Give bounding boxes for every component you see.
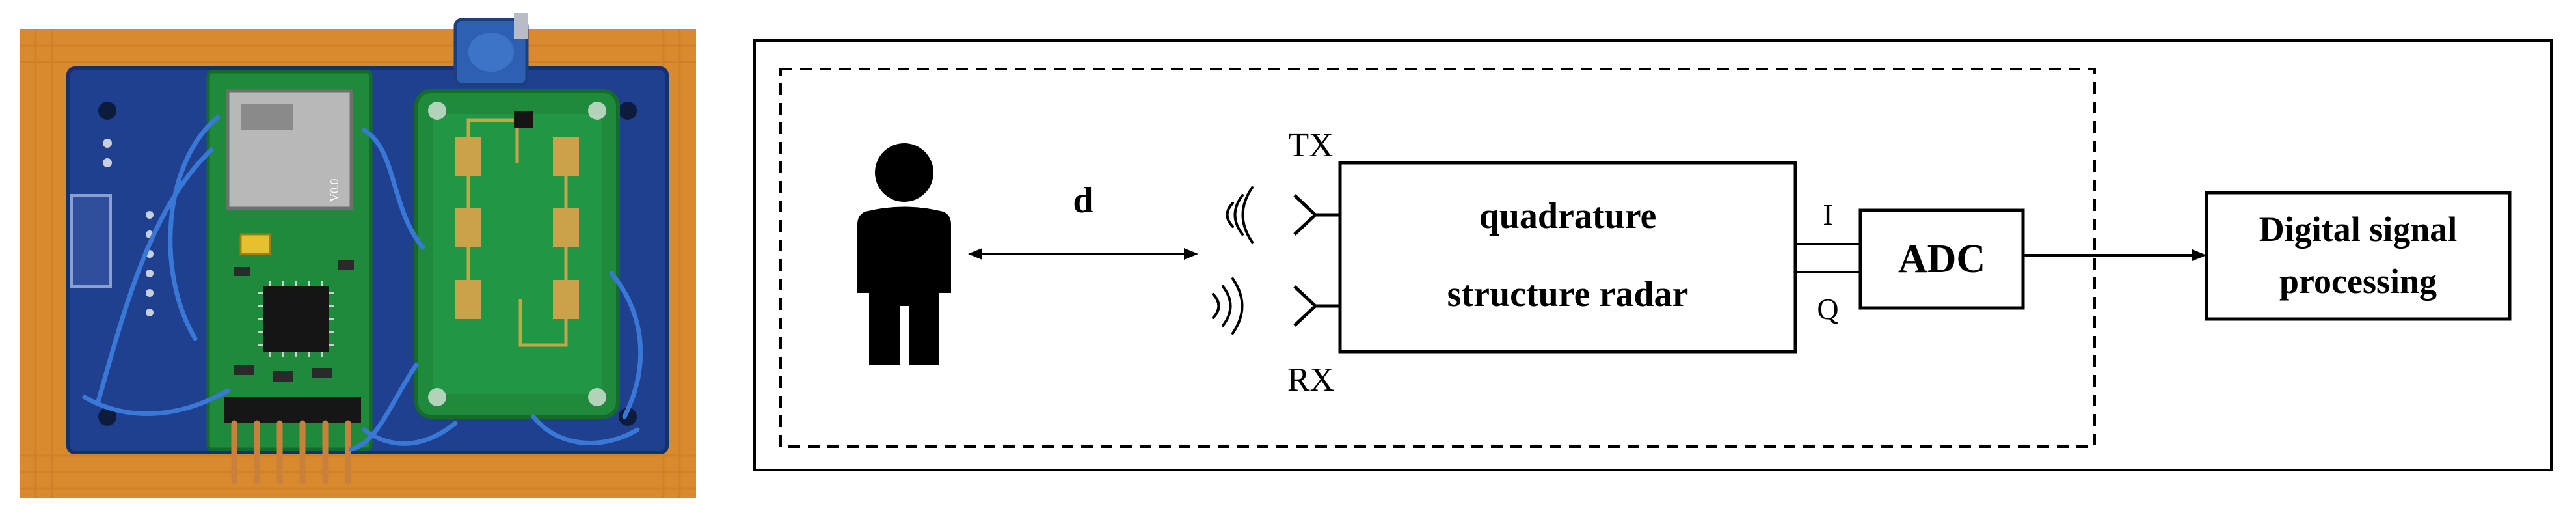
person-icon	[857, 143, 951, 365]
serial-connector	[70, 194, 112, 288]
capacitor	[239, 233, 271, 255]
hardware-photo: V0.0	[20, 13, 696, 498]
header-pins	[231, 420, 351, 485]
radar-label-line2: structure radar	[1447, 274, 1689, 314]
dsp-label-line1: Digital signal	[2259, 210, 2458, 249]
base-pads	[103, 139, 154, 316]
rx-antenna-icon	[1293, 285, 1340, 327]
mount-hole	[619, 102, 637, 120]
distance-arrow	[968, 248, 1198, 260]
q-label: Q	[1817, 292, 1838, 326]
distance-label: d	[1073, 180, 1093, 221]
mount-hole	[98, 102, 116, 120]
mount-hole	[619, 408, 637, 426]
radar-chip	[514, 111, 533, 128]
iq-lines	[1795, 243, 1860, 273]
i-label: I	[1823, 198, 1832, 231]
block-diagram: d TX RX quadrature structure radar	[753, 39, 2553, 471]
dsp-label-line2: processing	[2279, 262, 2437, 301]
dsp-box	[2205, 191, 2512, 321]
wires	[82, 115, 643, 452]
antenna-feeds	[466, 118, 568, 347]
mcu-chip	[263, 286, 329, 352]
tx-wave-icon	[1226, 186, 1254, 244]
smd-parts	[234, 260, 354, 382]
radar-box	[1338, 161, 1797, 354]
tx-label: TX	[1288, 127, 1333, 164]
adc-box	[1858, 208, 2025, 310]
mount-hole	[98, 408, 116, 426]
pcb-silkscreen: V0.0	[328, 179, 341, 202]
chip-pins	[258, 281, 334, 357]
pin-header	[224, 397, 361, 423]
rx-wave-icon	[1212, 277, 1244, 335]
sensor-boundary	[779, 68, 2096, 448]
rx-label: RX	[1287, 361, 1334, 398]
tx-antenna-icon	[1293, 194, 1340, 236]
adc-to-dsp-arrow	[2023, 249, 2207, 261]
radar-label-line1: quadrature	[1479, 196, 1657, 236]
adc-label: ADC	[1898, 237, 1985, 281]
patch-antennas	[455, 137, 579, 319]
